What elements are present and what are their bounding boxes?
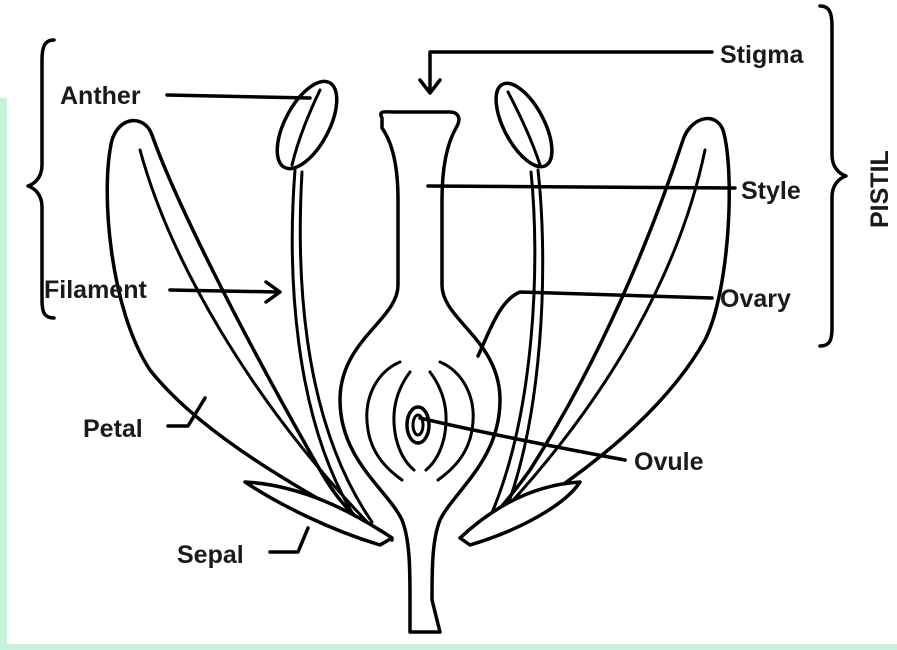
label-stigma: Stigma: [720, 41, 804, 69]
left-sepal: [245, 482, 392, 545]
sepal-leader: [270, 528, 308, 552]
label-sepal: Sepal: [177, 541, 244, 569]
label-style: Style: [741, 177, 801, 205]
label-ovule: Ovule: [634, 448, 704, 476]
left-filament: [292, 170, 360, 525]
label-filament: Filament: [44, 276, 147, 304]
right-petal: [470, 119, 729, 540]
ovary-leader: [478, 292, 712, 356]
left-petal-vein: [140, 150, 370, 525]
pistil-outline: [340, 112, 500, 632]
anther-leader: [167, 95, 310, 98]
left-anther: [265, 72, 349, 177]
label-petal: Petal: [83, 415, 143, 443]
style-leader: [428, 186, 735, 188]
label-pistil: PISTIL: [866, 150, 894, 228]
stigma-leader: [430, 52, 712, 92]
label-ovary: Ovary: [720, 285, 791, 313]
right-anther: [485, 75, 564, 175]
petal-leader: [168, 398, 205, 426]
pistil-bracket: [820, 6, 846, 346]
label-anther: Anther: [60, 82, 141, 110]
right-filament-inner: [488, 172, 535, 522]
filament-leader: [170, 290, 278, 292]
